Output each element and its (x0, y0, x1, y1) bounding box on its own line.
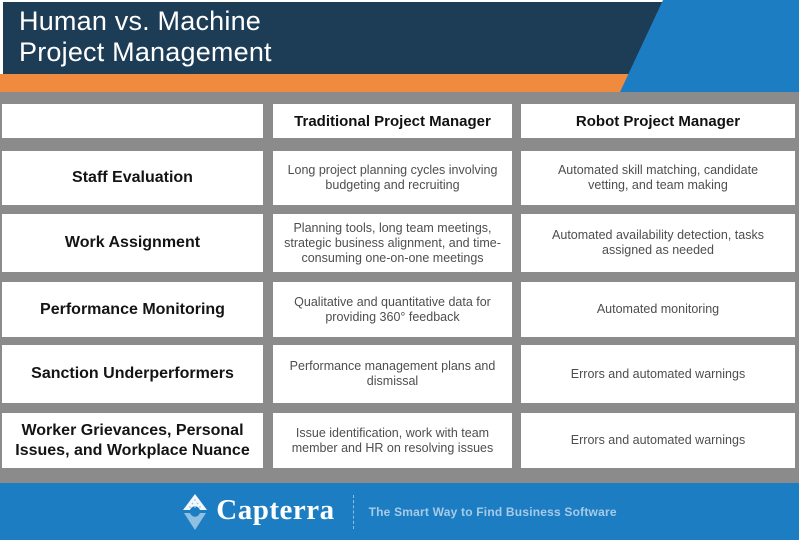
column-header-traditional: Traditional Project Manager (273, 104, 512, 138)
table-cell-traditional: Qualitative and quantitative data for pr… (273, 282, 512, 337)
header-orange-stripe (0, 74, 799, 92)
table-cell-traditional: Planning tools, long team meetings, stra… (273, 214, 512, 272)
table-row-label: Worker Grievances, Personal Issues, and … (2, 413, 263, 468)
row-label-text: Worker Grievances, Personal Issues, and … (15, 421, 250, 459)
table-cell-robot: Errors and automated warnings (521, 413, 795, 468)
cell-text: Long project planning cycles involving b… (287, 163, 498, 192)
capterra-logo: Capterra (182, 493, 335, 530)
cell-text: Performance management plans and dismiss… (289, 359, 496, 388)
table-row-label: Staff Evaluation (2, 151, 263, 205)
row-label-text: Sanction Underperformers (31, 365, 234, 382)
table-cell-robot: Automated monitoring (521, 282, 795, 337)
table-row-label: Sanction Underperformers (2, 345, 263, 403)
cell-text: Automated skill matching, candidate vett… (557, 163, 759, 192)
table-cell-traditional: Issue identification, work with team mem… (273, 413, 512, 468)
cell-text: Errors and automated warnings (570, 366, 746, 381)
capterra-diamond-icon (183, 493, 208, 530)
table-cell-robot: Automated skill matching, candidate vett… (521, 151, 795, 205)
row-label-text: Staff Evaluation (72, 169, 193, 186)
page-title: Human vs. Machine Project Management (19, 6, 272, 67)
capterra-wordmark: Capterra (216, 494, 335, 526)
cell-text: Automated monitoring (596, 302, 720, 316)
cell-text: Qualitative and quantitative data for pr… (294, 294, 491, 324)
table-cell-traditional: Performance management plans and dismiss… (273, 345, 512, 403)
column-header-label: Robot Project Manager (575, 112, 741, 130)
table-cell-robot: Errors and automated warnings (521, 345, 795, 403)
cell-text: Automated availability detection, tasks … (552, 228, 764, 257)
table-corner-cell (2, 104, 263, 138)
footer-brand-bar: Capterra The Smart Way to Find Business … (0, 483, 799, 540)
column-header-robot: Robot Project Manager (521, 104, 795, 138)
row-label-text: Work Assignment (64, 234, 201, 251)
footer-tagline: The Smart Way to Find Business Software (368, 504, 617, 519)
footer-divider (352, 494, 354, 529)
row-label-text: Performance Monitoring (40, 300, 225, 318)
column-header-label: Traditional Project Manager (294, 112, 491, 130)
table-row-label: Performance Monitoring (2, 282, 263, 337)
cell-text: Errors and automated warnings (570, 433, 746, 447)
table-cell-traditional: Long project planning cycles involving b… (273, 151, 512, 205)
cell-text: Planning tools, long team meetings, stra… (284, 220, 501, 265)
table-cell-robot: Automated availability detection, tasks … (521, 214, 795, 272)
header-banner: Human vs. Machine Project Management (0, 0, 799, 92)
cell-text: Issue identification, work with team mem… (291, 425, 494, 455)
table-row-label: Work Assignment (2, 214, 263, 272)
